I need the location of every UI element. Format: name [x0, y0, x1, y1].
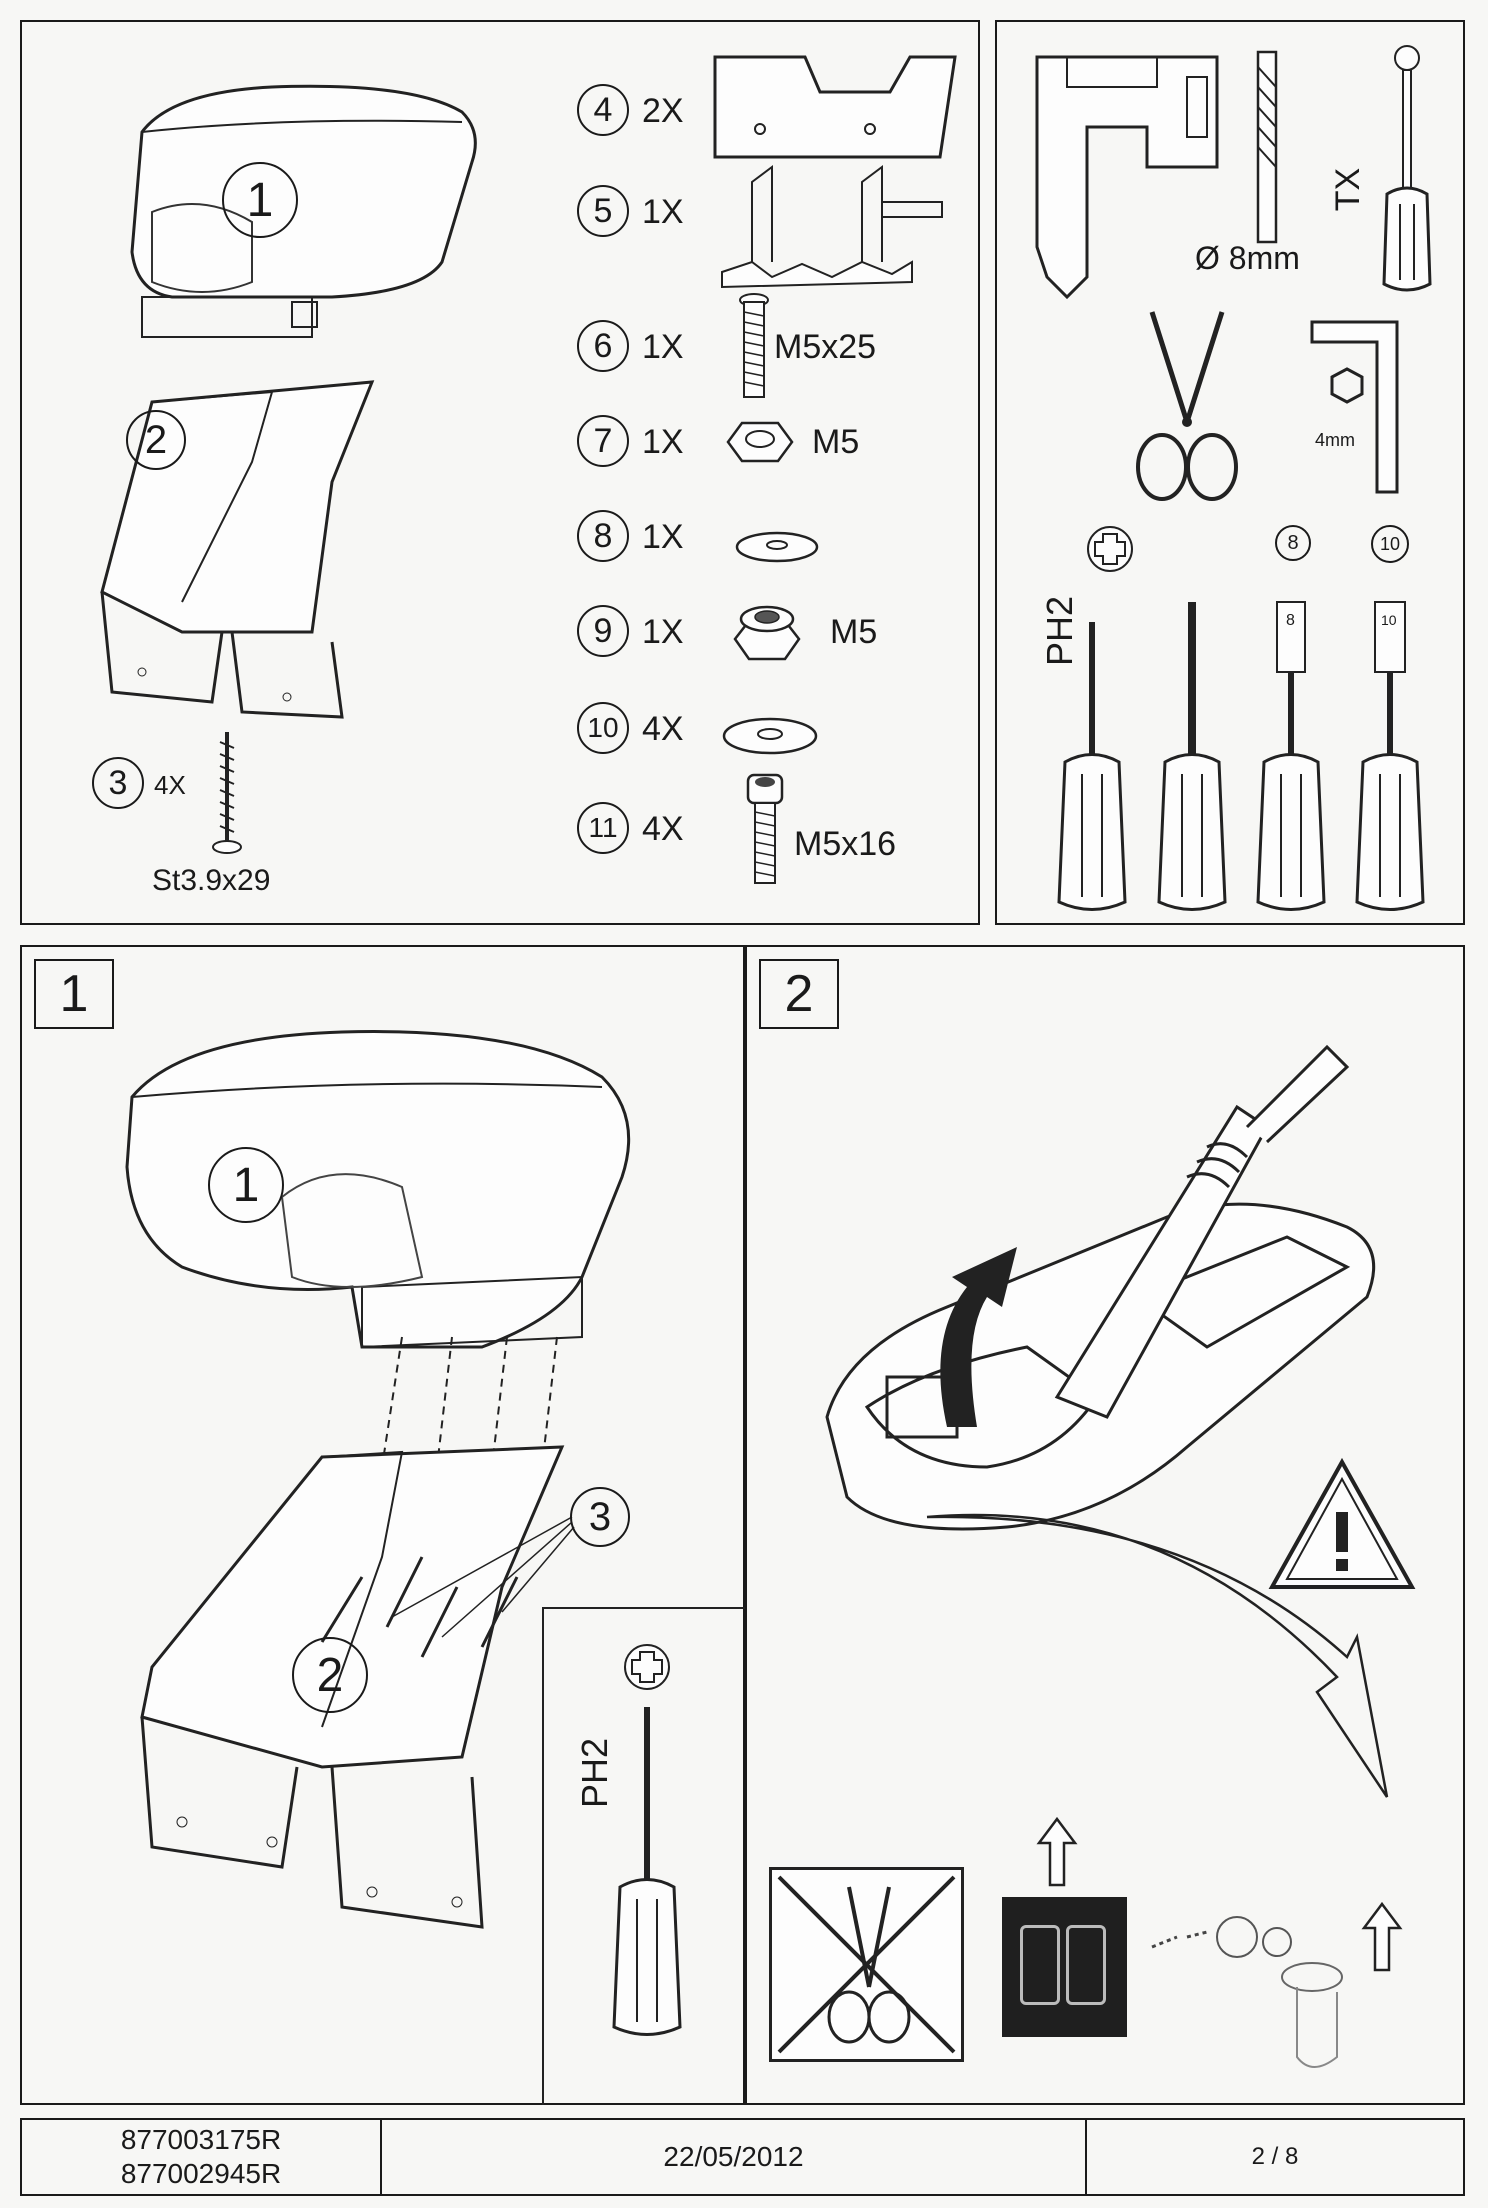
washer-icon — [735, 531, 819, 563]
step-2-panel: 2 — [745, 945, 1465, 2105]
part-7-spec: M5 — [812, 423, 860, 461]
part-3-spec: St3.9x29 — [152, 864, 271, 897]
part-11-spec: M5x16 — [794, 825, 897, 863]
wood-screw-icon — [212, 732, 242, 854]
part-9-callout: 9 — [577, 605, 629, 657]
armrest-illustration — [130, 84, 477, 338]
tools-panel: Ø 8mm TX 4mm PH2 — [995, 20, 1465, 925]
footer-date: 22/05/2012 — [382, 2120, 1087, 2194]
part-10-qty: 4X — [642, 710, 684, 748]
part-6-qty: 1X — [642, 328, 684, 366]
step-1-armrest-illustration — [125, 1030, 631, 1349]
part-7-callout: 7 — [577, 415, 629, 467]
step-1-panel: 1 1 3 2 PH2 — [20, 945, 745, 2105]
part-11-qty: 4X — [642, 810, 684, 848]
socket-8-size: 8 — [1286, 612, 1295, 629]
socket-10-size: 10 — [1381, 612, 1397, 628]
screwdriver-set-icon — [1057, 601, 1425, 911]
reference-2: 877002945R — [120, 2158, 282, 2189]
step-1-tool-label: PH2 — [574, 1737, 616, 1809]
up-arrow-icon — [1036, 1816, 1078, 1887]
footer: 877003175R 877002945R 22/05/2012 2 / 8 — [20, 2118, 1465, 2196]
part-4-callout: 4 — [577, 84, 629, 136]
torx-label: TX — [1329, 167, 1368, 212]
step-1-part-1-callout: 1 — [208, 1147, 284, 1223]
drill-size-label: Ø 8mm — [1195, 240, 1300, 276]
large-washer-icon — [722, 717, 818, 755]
bolt-icon — [739, 293, 769, 398]
alignment-lines — [381, 1336, 558, 1468]
part-5-callout: 5 — [577, 185, 629, 237]
part-9-qty: 1X — [642, 613, 684, 651]
part-3-callout: 3 — [92, 757, 144, 809]
up-arrow-icon — [1361, 1901, 1403, 1972]
socket-10-badge: 10 — [1371, 525, 1409, 563]
step-1-number: 1 — [34, 959, 114, 1029]
part-6-spec: M5x25 — [774, 328, 877, 366]
footer-page: 2 / 8 — [1251, 2142, 1299, 2170]
part-6-callout: 6 — [577, 320, 629, 372]
step-1-part-3-callout: 3 — [570, 1487, 630, 1547]
part-3-qty: 4X — [154, 770, 186, 800]
socket-8-badge: 8 — [1275, 525, 1311, 561]
reference-1: 877003175R — [120, 2124, 282, 2156]
drill-bit-icon — [1256, 50, 1278, 244]
phillips-screwdriver-icon — [612, 1707, 682, 2036]
nut-icon — [726, 421, 794, 463]
step-1-bracket-illustration — [140, 1445, 575, 1929]
no-scissors-icon — [777, 1875, 956, 2054]
hex-key-size: 4mm — [1315, 430, 1355, 450]
footer-references: 877003175R 877002945R — [22, 2120, 382, 2194]
parts-panel: 1 2 3 4X St3.9x29 4 2X 5 1X 6 1X — [20, 20, 980, 925]
phillips-head-icon — [1087, 526, 1133, 572]
console-illustration — [825, 1044, 1376, 1531]
warning-icon — [1268, 1457, 1416, 1589]
socket-bolt-icon — [746, 773, 784, 884]
plate-icon — [713, 55, 957, 159]
torx-screwdriver-icon — [1382, 45, 1432, 292]
clip-chain-icon — [1151, 1916, 1343, 2068]
part-9-spec: M5 — [830, 613, 878, 651]
part-2-callout: 2 — [126, 410, 186, 470]
part-8-qty: 1X — [642, 518, 684, 556]
part-4-qty: 2X — [642, 92, 684, 130]
phillips-head-icon — [624, 1644, 670, 1690]
part-8-callout: 8 — [577, 510, 629, 562]
pointer-arrow-icon — [926, 1513, 1389, 1798]
part-10-callout: 10 — [577, 702, 629, 754]
part-11-callout: 11 — [577, 802, 629, 854]
mounting-bracket-icon — [721, 165, 943, 289]
drill-jig-icon — [1035, 55, 1219, 300]
clip-photo — [1002, 1897, 1127, 2037]
scissors-icon — [1136, 311, 1238, 501]
bracket-illustration — [100, 380, 375, 719]
part-1-callout: 1 — [222, 162, 298, 238]
step-1-part-2-callout: 2 — [292, 1637, 368, 1713]
step-2-number: 2 — [759, 959, 839, 1029]
step-1-tool-box — [542, 1607, 745, 2105]
lift-arrow-icon — [940, 1247, 1017, 1427]
lock-nut-icon — [733, 605, 801, 661]
part-7-qty: 1X — [642, 423, 684, 461]
part-5-qty: 1X — [642, 193, 684, 231]
hex-key-icon — [1310, 320, 1399, 494]
